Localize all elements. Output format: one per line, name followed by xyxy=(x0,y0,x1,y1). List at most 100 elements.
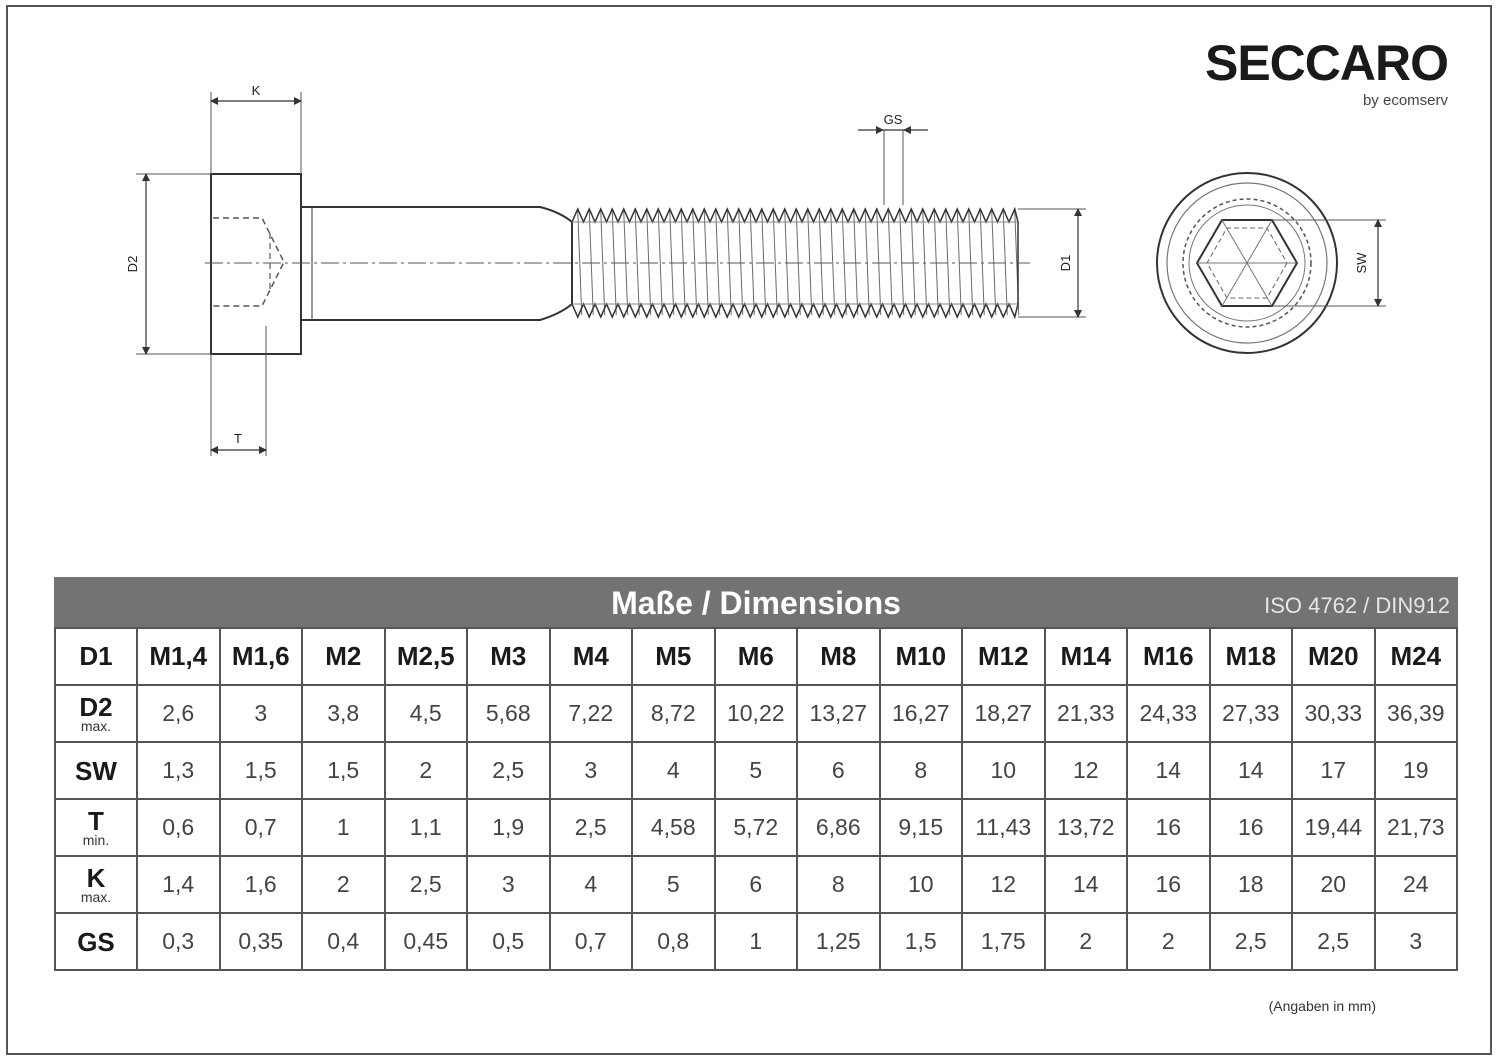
thread-crest-line xyxy=(887,210,893,316)
table-cell: 11,43 xyxy=(961,798,1046,857)
table-cell: 0,6 xyxy=(136,798,221,857)
table-cell: 1,5 xyxy=(301,741,386,800)
table-cell: 5 xyxy=(631,855,716,914)
table-cell: 24,33 xyxy=(1126,684,1211,743)
size-header-cell: M1,4 xyxy=(136,627,221,686)
table-cell: 3 xyxy=(1373,912,1458,971)
table-cell: 12 xyxy=(961,855,1046,914)
table-cell: 13,72 xyxy=(1043,798,1128,857)
table-cell: 2 xyxy=(1126,912,1211,971)
row-label-text: K xyxy=(86,862,106,893)
table-cell: 2 xyxy=(1043,912,1128,971)
table-cell: 2 xyxy=(383,741,468,800)
row-label-qualifier: max. xyxy=(80,717,112,734)
size-header-cell: M12 xyxy=(961,627,1046,686)
table-cell: 2,5 xyxy=(466,741,551,800)
size-header-cell: M18 xyxy=(1208,627,1293,686)
table-cell: 5,68 xyxy=(466,684,551,743)
table-cell: 36,39 xyxy=(1373,684,1458,743)
table-cell: 10 xyxy=(961,741,1046,800)
table-cell: 4 xyxy=(631,741,716,800)
thread-crest-line xyxy=(577,210,583,316)
table-cell: 3 xyxy=(218,684,303,743)
table-cell: 19,44 xyxy=(1291,798,1376,857)
thread-crest-line xyxy=(600,210,606,316)
dim-k-label: K xyxy=(252,83,261,98)
dim-d2-label: D2 xyxy=(125,256,140,273)
table-cell: 2,5 xyxy=(1208,912,1293,971)
table-cell: 4 xyxy=(548,855,633,914)
table-cell: 19 xyxy=(1373,741,1458,800)
table-cell: 16 xyxy=(1208,798,1293,857)
size-header-cell: M14 xyxy=(1043,627,1128,686)
row-label: GS xyxy=(54,912,138,971)
brand-tagline: by ecomserv xyxy=(1362,92,1448,109)
size-header-cell: M4 xyxy=(548,627,633,686)
size-header-cell: M2,5 xyxy=(383,627,468,686)
table-cell: 6 xyxy=(796,741,881,800)
size-header-cell: M6 xyxy=(713,627,798,686)
table-cell: 2,5 xyxy=(1291,912,1376,971)
table-cell: 10,22 xyxy=(713,684,798,743)
thread-crest-line xyxy=(772,210,778,316)
table-cell: 16 xyxy=(1126,798,1211,857)
table-cell: 27,33 xyxy=(1208,684,1293,743)
thread-top-profile xyxy=(571,206,1019,224)
table-cell: 20 xyxy=(1291,855,1376,914)
size-header-cell: M24 xyxy=(1373,627,1458,686)
table-cell: 3 xyxy=(466,855,551,914)
table-cell: 0,7 xyxy=(218,798,303,857)
table-cell: 2,5 xyxy=(383,855,468,914)
table-cell: 0,4 xyxy=(301,912,386,971)
table-cell: 14 xyxy=(1208,741,1293,800)
table-cell: 8 xyxy=(878,741,963,800)
table-cell: 4,58 xyxy=(631,798,716,857)
table-cell: 1,6 xyxy=(218,855,303,914)
size-header-cell: M2 xyxy=(301,627,386,686)
table-cell: 0,8 xyxy=(631,912,716,971)
brand-name: SECCARO xyxy=(1204,35,1449,91)
table-cell: 8,72 xyxy=(631,684,716,743)
dim-gs-label: GS xyxy=(884,112,903,127)
thread-crest-line xyxy=(749,210,755,316)
table-cell: 0,5 xyxy=(466,912,551,971)
table-cell: 18,27 xyxy=(961,684,1046,743)
size-header-cell: M10 xyxy=(878,627,963,686)
table-cell: 14 xyxy=(1043,855,1128,914)
table-cell: 5,72 xyxy=(713,798,798,857)
table-cell: 30,33 xyxy=(1291,684,1376,743)
dim-d1-label: D1 xyxy=(1058,255,1073,272)
screw-end-view xyxy=(1156,172,1338,354)
table-cell: 0,35 xyxy=(218,912,303,971)
table-cell: 1,5 xyxy=(878,912,963,971)
table-cell: 2,6 xyxy=(136,684,221,743)
table-cell: 5 xyxy=(713,741,798,800)
table-cell: 16 xyxy=(1126,855,1211,914)
table-cell: 13,27 xyxy=(796,684,881,743)
size-header-cell: M8 xyxy=(796,627,881,686)
table-cell: 1,4 xyxy=(136,855,221,914)
row-label-qualifier: max. xyxy=(80,888,112,905)
drawing-frame xyxy=(6,5,1492,1055)
table-cell: 21,33 xyxy=(1043,684,1128,743)
table-cell: 4,5 xyxy=(383,684,468,743)
table-cell: 1,1 xyxy=(383,798,468,857)
table-cell: 0,3 xyxy=(136,912,221,971)
table-header-bar: Maße / Dimensions ISO 4762 / DIN912 xyxy=(54,577,1458,627)
table-cell: 12 xyxy=(1043,741,1128,800)
size-header-cell: M20 xyxy=(1291,627,1376,686)
table-cell: 9,15 xyxy=(878,798,963,857)
dim-sw-label: SW xyxy=(1354,252,1369,274)
row-label-qualifier: min. xyxy=(82,831,110,848)
table-cell: 6 xyxy=(713,855,798,914)
table-cell: 0,45 xyxy=(383,912,468,971)
thread-crest-line xyxy=(692,210,698,316)
